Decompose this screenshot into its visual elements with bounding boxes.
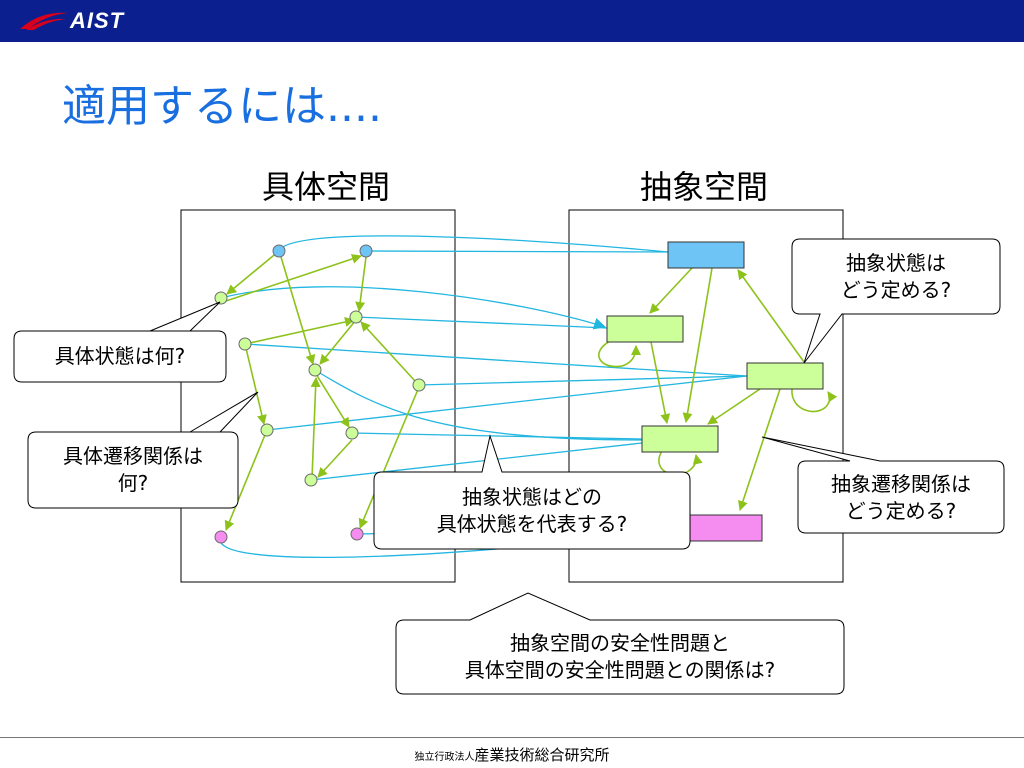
self-loop-arrow <box>791 388 838 413</box>
mapping-line <box>314 369 643 441</box>
transition-arrow <box>319 319 357 365</box>
transition-arrow <box>360 321 416 382</box>
abstract-state <box>641 425 719 453</box>
concrete-states <box>214 244 426 544</box>
header-bar: AIST <box>0 0 1024 42</box>
abstract-unsafe-state <box>689 514 763 542</box>
concrete-state <box>260 423 274 437</box>
callout-safety <box>395 592 845 695</box>
transition-arrow <box>224 429 268 531</box>
transition-arrow <box>738 388 781 511</box>
abstract-state <box>746 362 824 390</box>
footer-org-prefix: 独立行政法人 <box>414 752 475 763</box>
concrete-state <box>304 473 318 487</box>
transition-arrow <box>649 267 693 314</box>
footer-organization: 独立行政法人産業技術総合研究所 <box>0 744 1024 765</box>
concrete-state <box>412 378 426 392</box>
abstract-transitions <box>598 267 838 511</box>
mapping-line <box>355 316 608 329</box>
concrete-initial-state <box>359 244 373 258</box>
slide-title: 適用するには.... <box>62 81 382 132</box>
transition-arrow <box>244 343 267 425</box>
self-loop-arrow <box>598 339 641 368</box>
mapping-line <box>310 442 643 481</box>
concrete-unsafe-state <box>214 530 228 544</box>
mapping-line <box>365 250 669 253</box>
mapping-line <box>220 286 606 330</box>
self-loop-arrow <box>658 450 703 476</box>
concrete-state <box>345 426 359 440</box>
transition-arrow <box>358 386 420 529</box>
transition-arrow <box>737 269 805 363</box>
concrete-initial-state <box>272 244 286 258</box>
transition-arrow <box>226 250 280 295</box>
transition-arrow <box>315 373 350 428</box>
transition-arrow <box>355 256 367 312</box>
callout-concrete-transition <box>27 391 259 509</box>
callout-concrete-state <box>13 301 227 383</box>
transition-arrow <box>707 388 761 425</box>
callouts <box>13 238 1005 695</box>
concrete-unsafe-state <box>350 527 364 541</box>
callout-representative <box>373 434 691 550</box>
transition-arrow <box>650 341 671 424</box>
abstract-states <box>606 241 824 542</box>
transition-arrow <box>222 254 362 303</box>
transition-arrow <box>310 377 321 479</box>
transition-arrow <box>682 267 713 423</box>
concrete-state <box>349 310 363 324</box>
logo-text: AIST <box>70 8 125 33</box>
transition-arrow <box>280 256 316 365</box>
mapping-line <box>351 432 643 440</box>
concrete-transitions <box>222 250 420 531</box>
concrete-state <box>238 337 252 351</box>
callout-abstract-transition <box>761 436 1005 534</box>
mapping-line <box>278 235 669 253</box>
concrete-state <box>214 291 228 305</box>
abstract-initial-state <box>667 241 745 269</box>
aist-logo-icon <box>20 12 68 30</box>
mapping-line <box>418 375 748 386</box>
transition-arrow <box>244 317 355 345</box>
transition-arrow <box>317 439 353 478</box>
footer-divider <box>0 737 1024 738</box>
footer-org-name: 産業技術総合研究所 <box>474 746 610 764</box>
abstract-space-label: 抽象空間 <box>640 168 769 206</box>
abstract-state <box>606 315 684 343</box>
mapping-line <box>244 343 748 377</box>
concrete-space-label: 具体空間 <box>262 168 391 206</box>
concrete-state <box>308 363 322 377</box>
callout-abstract-state <box>791 238 1001 364</box>
